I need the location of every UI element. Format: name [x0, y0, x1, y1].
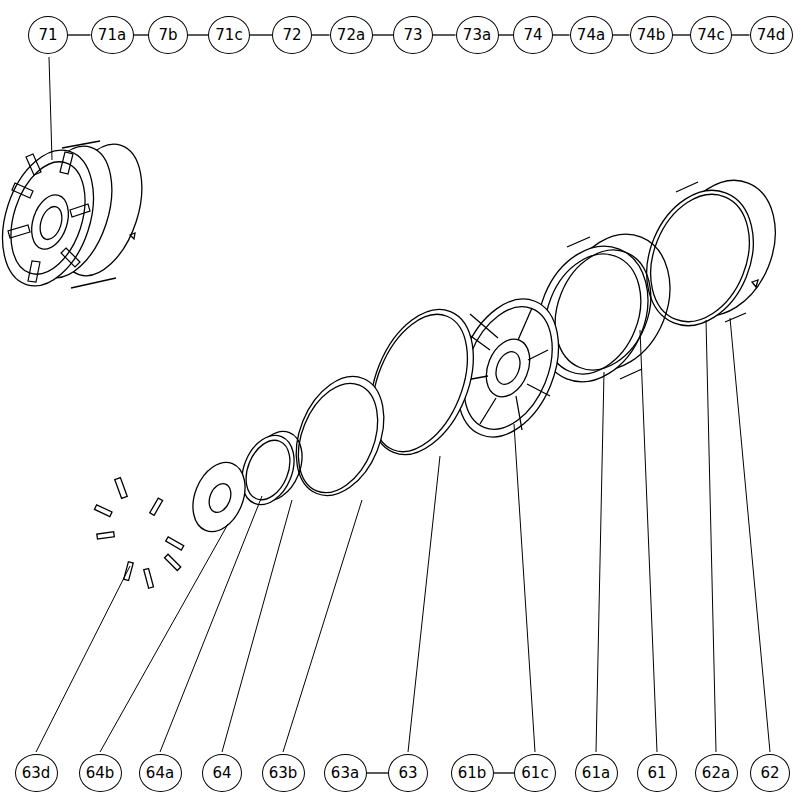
connector-line [188, 34, 208, 35]
connector-line [367, 772, 389, 773]
callout-circle: 71a [91, 16, 134, 54]
callout-circle: 63d [15, 754, 58, 792]
callout-number: 63a [331, 766, 359, 781]
callout-circle: 7b [148, 16, 188, 54]
callout-circle: 63a [324, 754, 367, 792]
callout-number: 72a [337, 28, 365, 43]
connector-line [250, 34, 272, 35]
outer-ring-part [627, 164, 794, 341]
callout-circle: 64b [79, 754, 122, 792]
callout-number: 74a [577, 28, 605, 43]
callout-circle: 71 [28, 16, 68, 54]
callout-number: 7b [158, 28, 177, 43]
callout-number: 61a [582, 766, 610, 781]
connector-line [373, 34, 394, 35]
callout-number: 61c [521, 766, 548, 781]
callout-number: 61 [647, 766, 666, 781]
washer-part [183, 455, 254, 540]
callout-number: 63 [398, 766, 417, 781]
leader-lines [36, 57, 770, 752]
callout-number: 63b [269, 766, 298, 781]
callout-number: 74b [637, 28, 666, 43]
callout-circle: 72 [272, 16, 312, 54]
callout-circle: 73 [393, 16, 433, 54]
callout-circle: 63b [262, 754, 305, 792]
callout-number: 61b [458, 766, 487, 781]
callout-number: 73 [403, 28, 422, 43]
connector-line [553, 34, 570, 35]
callout-number: 64a [146, 766, 174, 781]
connector-line [499, 34, 514, 35]
connector-line [732, 34, 750, 35]
connector-line [68, 34, 91, 35]
connector-line [613, 34, 630, 35]
callout-circle: 64 [202, 754, 242, 792]
connector-line [312, 34, 330, 35]
connector-line [433, 34, 456, 35]
callout-number: 72 [282, 28, 301, 43]
callout-circle: 63 [388, 754, 428, 792]
callout-number: 74c [697, 28, 724, 43]
callout-circle: 74b [630, 16, 673, 54]
callout-circle: 61a [575, 754, 618, 792]
callout-circle: 74c [690, 16, 732, 54]
callout-circle: 74 [513, 16, 553, 54]
callout-circle: 74d [750, 16, 793, 54]
callout-circle: 74a [570, 16, 613, 54]
connector-line [134, 34, 149, 35]
callout-circle: 61b [451, 754, 494, 792]
callout-circle: 62a [695, 754, 738, 792]
ring-part [280, 364, 401, 509]
callout-number: 71 [38, 28, 57, 43]
callout-number: 71a [98, 28, 126, 43]
callout-circle: 62 [750, 754, 790, 792]
connector-line [673, 34, 691, 35]
pin-parts [94, 478, 183, 589]
callout-number: 62 [760, 766, 779, 781]
callout-number: 73a [463, 28, 491, 43]
callout-circle: 72a [330, 16, 373, 54]
callout-circle: 71c [208, 16, 250, 54]
callout-number: 63d [22, 766, 51, 781]
callout-circle: 73a [456, 16, 499, 54]
callout-number: 64b [86, 766, 115, 781]
callout-number: 74 [523, 28, 542, 43]
callout-number: 62a [702, 766, 730, 781]
wheel-part [0, 134, 157, 298]
callout-number: 64 [212, 766, 231, 781]
callout-circle: 64a [139, 754, 182, 792]
callout-circle: 61 [637, 754, 677, 792]
callout-number: 71c [215, 28, 242, 43]
connector-line [494, 772, 515, 773]
callout-number: 74d [757, 28, 786, 43]
callout-circle: 61c [514, 754, 556, 792]
